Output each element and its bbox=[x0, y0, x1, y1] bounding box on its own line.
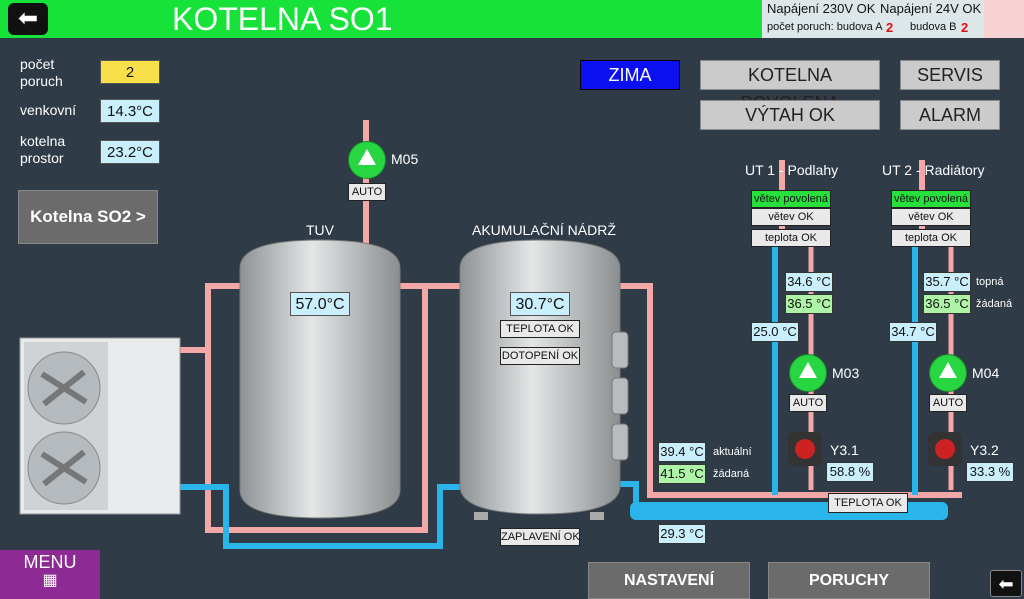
faults-value: 2 bbox=[100, 60, 160, 84]
alarm-button[interactable]: ALARM bbox=[900, 100, 1000, 130]
faults-a-count: 2 bbox=[886, 20, 894, 35]
faults-a-label: počet poruch: budova A bbox=[767, 21, 883, 33]
ut1-branch-status: větev OK bbox=[751, 208, 831, 226]
elevator-status-button[interactable]: VÝTAH OK bbox=[700, 100, 880, 130]
pump-m03-mode[interactable]: AUTO bbox=[789, 394, 827, 412]
boiler-enabled-button[interactable]: KOTELNA POVOLENA bbox=[700, 60, 880, 113]
tuv-tank-label: TUV bbox=[306, 222, 334, 238]
status-panel: Napájení 230V OK Napájení 24V OK počet p… bbox=[762, 0, 984, 38]
ut2-set-label: žádaná bbox=[976, 298, 1013, 310]
menu-button[interactable]: MENU ▦ bbox=[0, 550, 100, 599]
faults-button[interactable]: PORUCHY bbox=[768, 562, 930, 599]
ut1-set-temp[interactable]: 36.5 °C bbox=[785, 294, 833, 314]
ut2-actual-label: topná bbox=[976, 276, 1004, 288]
season-mode-button[interactable]: ZIMA bbox=[580, 60, 680, 90]
acc-tank-label: AKUMULAČNÍ NÁDRŽ bbox=[472, 222, 616, 238]
acc-temp-status: TEPLOTA OK bbox=[500, 320, 580, 338]
ut2-return-temp: 34.7 °C bbox=[889, 322, 937, 342]
status-indicator bbox=[984, 0, 1024, 38]
faults-b-label: budova B bbox=[910, 21, 957, 33]
tuv-temp-value: 57.0°C bbox=[290, 292, 350, 316]
valve-y32-label: Y3.2 bbox=[970, 442, 999, 458]
ut1-enabled[interactable]: větev povolená bbox=[751, 190, 831, 208]
settings-button[interactable]: NASTAVENÍ bbox=[588, 562, 750, 599]
flood-status: ZAPLAVENÍ OK bbox=[500, 528, 580, 546]
acc-reheat-status: DOTOPENÍ OK bbox=[500, 347, 580, 365]
valve-y31-position: 58.8 % bbox=[826, 462, 874, 482]
main-actual-temp: 39.4 °C bbox=[658, 442, 706, 462]
faults-b-count: 2 bbox=[961, 20, 969, 35]
pump-m05-label: M05 bbox=[391, 151, 419, 167]
ut1-title: UT 1 - Podlahy bbox=[745, 162, 839, 178]
menu-label: MENU bbox=[23, 552, 77, 572]
back-arrow-icon[interactable]: ⬅ bbox=[8, 3, 48, 35]
kotelna-so2-button[interactable]: Kotelna SO2 > bbox=[18, 190, 158, 244]
valve-y31-label: Y3.1 bbox=[830, 442, 859, 458]
outdoor-temp-value: 14.3°C bbox=[100, 99, 160, 123]
main-actual-label: aktuální bbox=[713, 446, 752, 458]
outdoor-temp-label: venkovní bbox=[20, 102, 77, 118]
ut1-actual-temp: 34.6 °C bbox=[785, 272, 833, 292]
power-24v-status: Napájení 24V OK bbox=[880, 1, 982, 16]
grid-icon: ▦ bbox=[42, 572, 58, 589]
ut2-title: UT 2 - Radiátory bbox=[882, 162, 985, 178]
pump-m04-label: M04 bbox=[972, 365, 1000, 381]
ut2-branch-status: větev OK bbox=[891, 208, 971, 226]
header-bar bbox=[0, 0, 762, 38]
main-temp-status: TEPLOTA OK bbox=[828, 493, 908, 513]
ut2-set-temp[interactable]: 36.5 °C bbox=[923, 294, 971, 314]
acc-temp-value: 30.7°C bbox=[510, 292, 570, 316]
main-return-temp: 29.3 °C bbox=[658, 524, 706, 544]
main-set-label: žádaná bbox=[713, 468, 750, 480]
pump-m03-label: M03 bbox=[832, 365, 860, 381]
boiler-room-temp-value: 23.2°C bbox=[100, 140, 160, 164]
ut2-enabled[interactable]: větev povolená bbox=[891, 190, 971, 208]
main-set-temp[interactable]: 41.5 °C bbox=[658, 464, 706, 484]
ut2-actual-temp: 35.7 °C bbox=[923, 272, 971, 292]
ut1-return-temp: 25.0 °C bbox=[751, 322, 799, 342]
pump-m03-icon[interactable] bbox=[789, 354, 827, 392]
valve-y32-position: 33.3 % bbox=[966, 462, 1014, 482]
back-arrow-icon[interactable]: ⬅ bbox=[990, 570, 1022, 597]
pump-m04-icon[interactable] bbox=[929, 354, 967, 392]
service-button[interactable]: SERVIS bbox=[900, 60, 1000, 90]
power-230v-status: Napájení 230V OK bbox=[767, 1, 876, 16]
pump-m05-icon[interactable] bbox=[348, 141, 386, 179]
pump-m04-mode[interactable]: AUTO bbox=[929, 394, 967, 412]
pump-m05-mode[interactable]: AUTO bbox=[348, 183, 386, 201]
ut2-temp-status: teplota OK bbox=[891, 229, 971, 247]
page-title: KOTELNA SO1 bbox=[172, 1, 393, 37]
ut1-temp-status: teplota OK bbox=[751, 229, 831, 247]
